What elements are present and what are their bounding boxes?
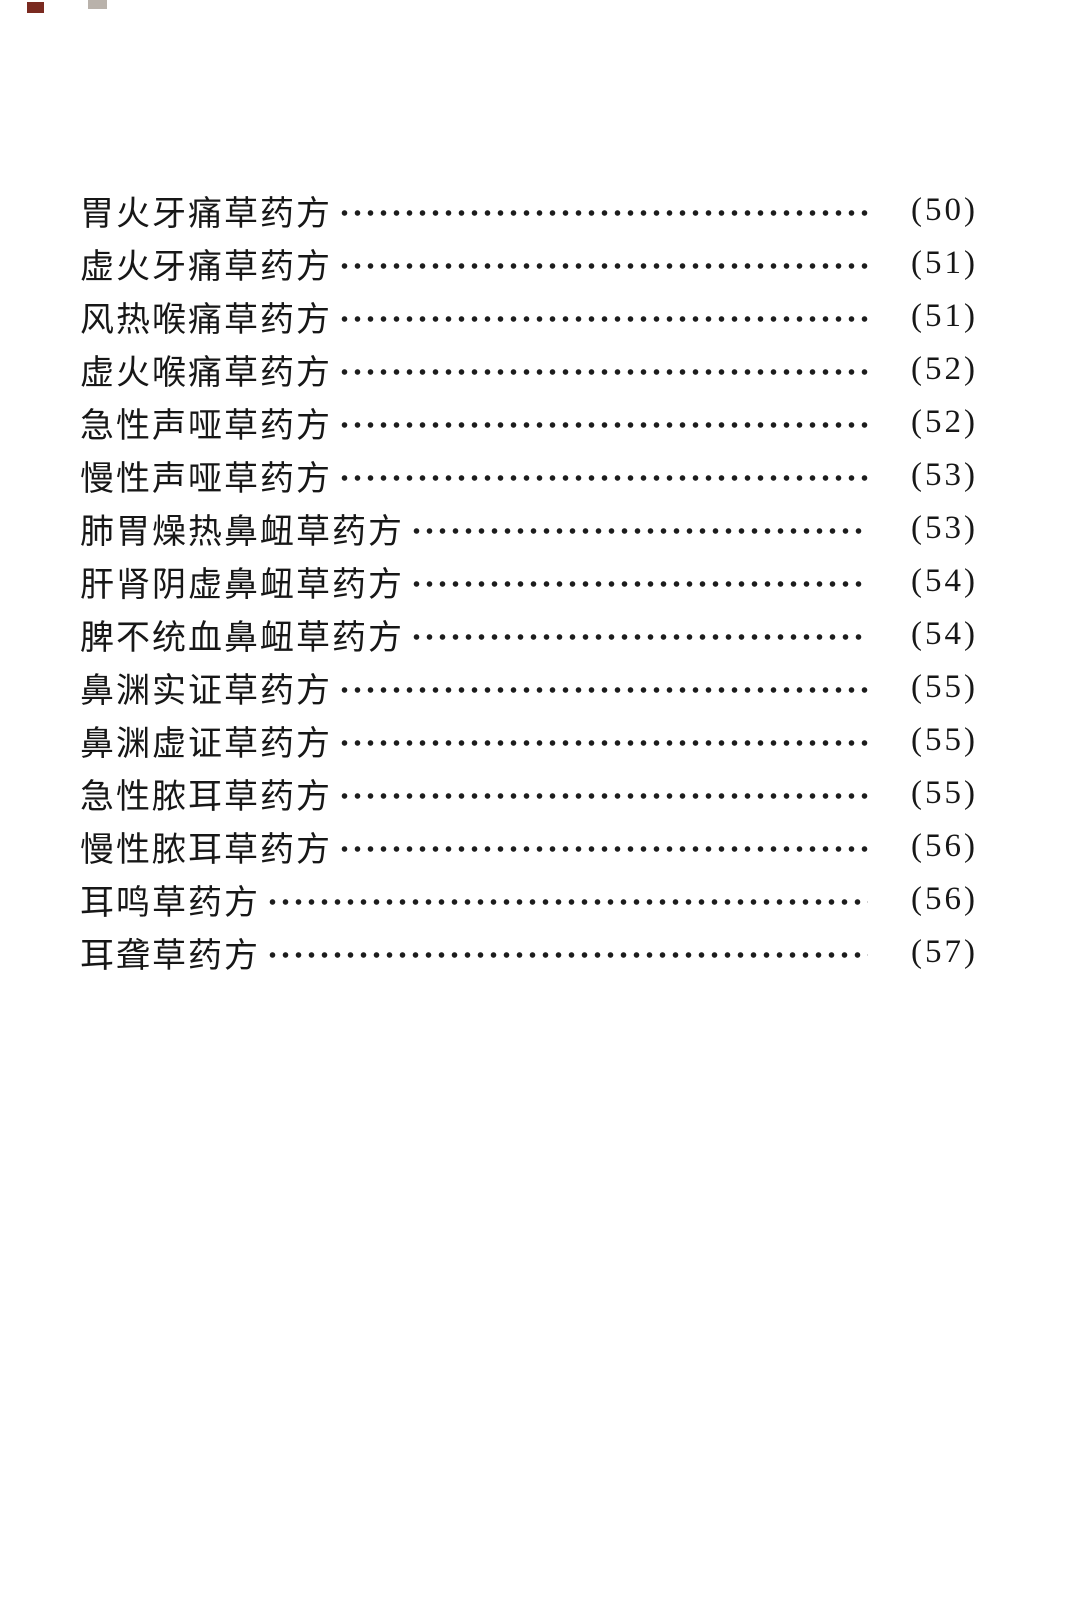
- toc-entry-page: (53): [911, 457, 978, 493]
- toc-entry: 脾不统血鼻衄草药方 (54): [80, 608, 978, 661]
- toc-entry-page: (50): [911, 192, 978, 228]
- dot-leader: [266, 895, 868, 908]
- toc-entry: 风热喉痛草药方 (51): [80, 290, 978, 343]
- dot-leader: [338, 683, 868, 696]
- toc-entry-page: (57): [911, 934, 978, 970]
- toc-entry-title: 耳鸣草药方: [80, 885, 260, 922]
- dot-leader: [410, 630, 868, 643]
- dot-leader: [338, 206, 868, 219]
- toc-entry: 慢性声哑草药方 (53): [80, 449, 978, 502]
- dot-leader: [338, 736, 868, 749]
- toc-entry-title: 鼻渊实证草药方: [80, 673, 332, 710]
- toc-entry: 胃火牙痛草药方 (50): [80, 184, 978, 237]
- toc-entry: 肝肾阴虚鼻衄草药方 (54): [80, 555, 978, 608]
- dot-leader: [266, 948, 868, 961]
- toc-entry-page: (52): [911, 351, 978, 387]
- scan-artifact-red: [27, 2, 44, 13]
- toc-entry-title: 肺胃燥热鼻衄草药方: [80, 514, 404, 551]
- toc-entry-page: (54): [911, 563, 978, 599]
- dot-leader: [338, 842, 868, 855]
- toc-entry-title: 风热喉痛草药方: [80, 302, 332, 339]
- toc-entry-page: (56): [911, 828, 978, 864]
- toc-entry-title: 脾不统血鼻衄草药方: [80, 620, 404, 657]
- toc-entry: 肺胃燥热鼻衄草药方 (53): [80, 502, 978, 555]
- toc-entry-page: (55): [911, 722, 978, 758]
- toc-entry: 耳鸣草药方 (56): [80, 873, 978, 926]
- dot-leader: [338, 259, 868, 272]
- toc-entry: 耳聋草药方 (57): [80, 926, 978, 979]
- toc-entry-title: 鼻渊虚证草药方: [80, 726, 332, 763]
- dot-leader: [338, 471, 868, 484]
- toc-entry: 急性脓耳草药方 (55): [80, 767, 978, 820]
- dot-leader: [410, 524, 868, 537]
- toc-entry-title: 虚火牙痛草药方: [80, 249, 332, 286]
- dot-leader: [338, 418, 868, 431]
- toc-entry-title: 肝肾阴虚鼻衄草药方: [80, 567, 404, 604]
- toc-entry-page: (56): [911, 881, 978, 917]
- toc-entry-title: 虚火喉痛草药方: [80, 355, 332, 392]
- toc-entry-page: (51): [911, 245, 978, 281]
- toc-entry-page: (53): [911, 510, 978, 546]
- dot-leader: [338, 789, 868, 802]
- toc-entry-title: 耳聋草药方: [80, 938, 260, 975]
- toc-entry-title: 急性声哑草药方: [80, 408, 332, 445]
- toc-entry-page: (55): [911, 669, 978, 705]
- toc-entry: 慢性脓耳草药方 (56): [80, 820, 978, 873]
- dot-leader: [338, 312, 868, 325]
- toc-entry-page: (52): [911, 404, 978, 440]
- toc-entry-title: 慢性脓耳草药方: [80, 832, 332, 869]
- dot-leader: [338, 365, 868, 378]
- table-of-contents: 胃火牙痛草药方 (50) 虚火牙痛草药方 (51) 风热喉痛草药方 (51) 虚…: [80, 184, 978, 979]
- toc-entry-page: (54): [911, 616, 978, 652]
- toc-entry-title: 慢性声哑草药方: [80, 461, 332, 498]
- toc-entry-title: 急性脓耳草药方: [80, 779, 332, 816]
- toc-entry: 虚火喉痛草药方 (52): [80, 343, 978, 396]
- toc-entry: 鼻渊虚证草药方 (55): [80, 714, 978, 767]
- toc-entry-page: (51): [911, 298, 978, 334]
- toc-entry: 急性声哑草药方 (52): [80, 396, 978, 449]
- toc-entry: 鼻渊实证草药方 (55): [80, 661, 978, 714]
- toc-entry: 虚火牙痛草药方 (51): [80, 237, 978, 290]
- dot-leader: [410, 577, 868, 590]
- scan-artifact-gray: [88, 0, 107, 9]
- toc-entry-page: (55): [911, 775, 978, 811]
- toc-entry-title: 胃火牙痛草药方: [80, 196, 332, 233]
